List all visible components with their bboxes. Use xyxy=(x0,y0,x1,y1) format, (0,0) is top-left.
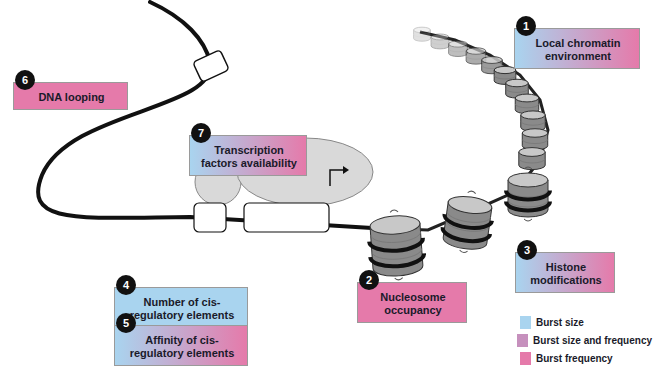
factor-label: Transcription factors availability xyxy=(198,144,300,170)
legend-swatch xyxy=(520,316,531,329)
nucleosome-top xyxy=(519,148,545,157)
nucleosome-ridge xyxy=(449,49,468,52)
core-promoter-box xyxy=(244,203,329,232)
dna-wrap xyxy=(370,253,425,268)
histone-tail xyxy=(390,210,398,213)
nucleosome xyxy=(506,167,550,221)
callout-number: 2 xyxy=(359,270,379,290)
nucleosome-top xyxy=(466,48,486,55)
nucleosome-top xyxy=(482,57,503,64)
legend-label: Burst size xyxy=(536,317,584,328)
tss-arrowhead xyxy=(343,166,349,174)
histone-tail xyxy=(468,191,476,194)
nucleosome-top xyxy=(494,66,516,73)
legend-row: Burst frequency xyxy=(520,352,613,365)
nucleosome-top xyxy=(506,79,529,87)
callout-number: 5 xyxy=(116,313,136,333)
nucleosome xyxy=(522,129,547,150)
nucleosome-top xyxy=(449,41,468,47)
dna-wrap xyxy=(441,227,490,244)
histone-tail xyxy=(395,278,403,281)
cis-element-box xyxy=(194,203,226,232)
nucleosome-ridge xyxy=(515,104,539,108)
factor-box: 2Nucleosome occupancy xyxy=(357,282,467,323)
nucleosome xyxy=(519,148,545,170)
factor-label: Histone modifications xyxy=(524,261,608,287)
factor-box: 1Local chromatin environment xyxy=(514,28,640,69)
nucleosome-ridge xyxy=(506,89,529,93)
histone-tail xyxy=(524,167,532,169)
dna-strand xyxy=(150,2,210,62)
histone-tail xyxy=(459,250,467,253)
nucleosome xyxy=(414,27,431,41)
callout-number: 4 xyxy=(116,275,136,295)
legend-row: Burst size and frequency xyxy=(517,334,652,347)
nucleosome-top xyxy=(447,194,493,216)
tss-arrow xyxy=(330,170,345,186)
nucleosome-ridge xyxy=(494,75,516,79)
nucleosome-ridge xyxy=(522,139,547,143)
dna-wrap xyxy=(506,202,550,211)
nucleosome-top xyxy=(508,173,548,187)
nucleosome xyxy=(440,188,496,256)
callout-number: 7 xyxy=(191,123,211,143)
nucleosome-ridge xyxy=(431,41,449,44)
factor-label: DNA looping xyxy=(22,91,121,104)
factor-label: Affinity of cis-regulatory elements xyxy=(123,334,241,360)
dna-wrap xyxy=(443,214,492,231)
factor-box: 3Histone modifications xyxy=(515,252,615,293)
factor-label: Number of cis-regulatory elements xyxy=(123,296,241,322)
nucleosome-ridge xyxy=(371,232,422,244)
factor-box: 5Affinity of cis-regulatory elements xyxy=(114,325,248,366)
nucleosome-top xyxy=(431,34,449,40)
nucleosome-ridge xyxy=(414,34,431,37)
factor-box: 6DNA looping xyxy=(13,82,128,110)
dna-wrap xyxy=(369,238,424,253)
nucleosome-top xyxy=(515,94,539,102)
legend-row: Burst size xyxy=(520,316,584,329)
dna-wrap xyxy=(506,191,550,200)
legend-label: Burst frequency xyxy=(536,353,613,364)
legend-swatch xyxy=(520,352,531,365)
factor-label: Nucleosome occupancy xyxy=(366,291,460,317)
histone-tail xyxy=(524,219,532,221)
nucleosome xyxy=(367,208,426,282)
legend-label: Burst size and frequency xyxy=(533,335,652,346)
callout-number: 1 xyxy=(516,16,536,36)
nucleosome xyxy=(431,34,449,49)
nucleosome xyxy=(449,41,468,57)
callout-number: 6 xyxy=(15,70,35,90)
callout-number: 3 xyxy=(517,240,537,260)
looped-element-box xyxy=(193,50,229,83)
nucleosome-top xyxy=(521,111,545,119)
nucleosome-top xyxy=(369,214,420,235)
nucleosome-ridge xyxy=(521,121,545,125)
nucleosome xyxy=(521,111,545,131)
nucleosome-ridge xyxy=(519,159,545,163)
factor-box: 7Transcription factors availability xyxy=(189,135,307,176)
factor-label: Local chromatin environment xyxy=(523,37,633,63)
legend-swatch xyxy=(517,334,528,347)
nucleosome-top xyxy=(522,129,547,137)
nucleosome-top xyxy=(414,27,431,33)
